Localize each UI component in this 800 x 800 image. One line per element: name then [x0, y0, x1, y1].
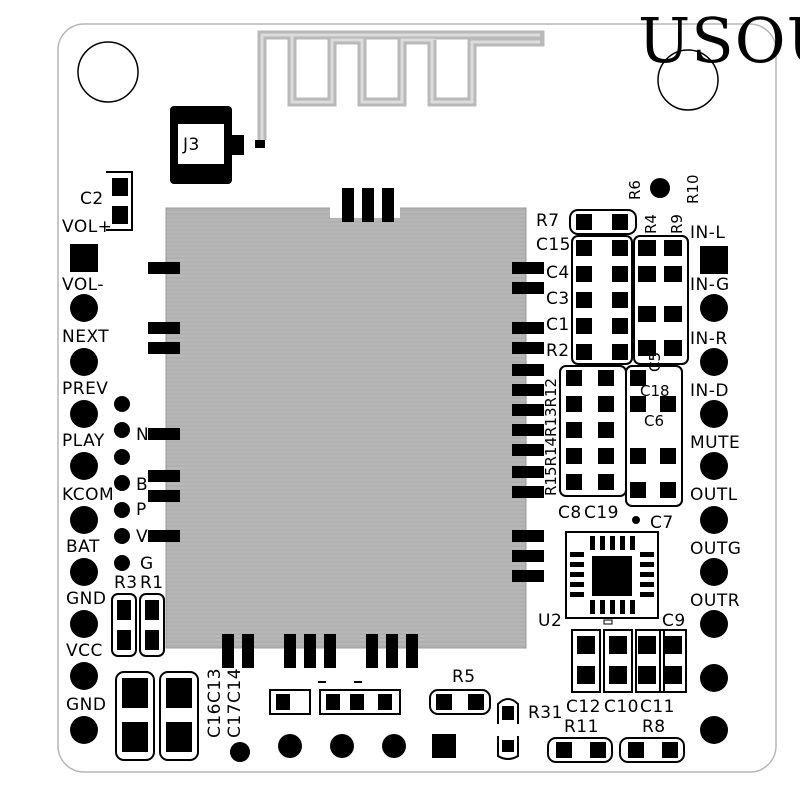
in-g-label: IN-G: [690, 275, 730, 295]
kcom-label: KCOM: [62, 485, 114, 505]
mute-label: MUTE: [690, 433, 740, 453]
r10-label: R10: [684, 174, 702, 204]
in-d-label: IN-D: [690, 381, 729, 401]
g-label: G: [140, 554, 154, 574]
r9-label: R9: [668, 214, 686, 234]
r3-label: R3: [114, 573, 138, 593]
c6-label: C6: [644, 412, 664, 430]
r4-label: R4: [642, 214, 660, 234]
outr-label: OUTR: [690, 591, 740, 611]
gnd-label-1: GND: [66, 589, 106, 609]
c8-label: C8: [558, 503, 582, 523]
p-label: P: [136, 500, 147, 520]
n-label: N: [136, 425, 149, 445]
c15-label: C15: [536, 235, 571, 255]
r8-label: R8: [642, 717, 666, 737]
c18-label: C18: [640, 382, 670, 400]
r7-label: R7: [536, 211, 560, 231]
watermark-text: USOU: [638, 4, 800, 77]
c4-label: C4: [546, 263, 570, 283]
next-label: NEXT: [62, 327, 109, 347]
antenna-feed-pad: [255, 140, 265, 148]
vol-plus-label: VOL+: [62, 217, 112, 237]
c10-label: C10: [604, 697, 639, 717]
bt-module-shield: [165, 207, 527, 649]
c19-label: C19: [584, 503, 619, 523]
c12-label: C12: [566, 697, 601, 717]
r5-label: R5: [452, 667, 476, 687]
c3-label: C3: [546, 289, 570, 309]
c16c13-label: C16C13: [205, 668, 225, 738]
in-r-label: IN-R: [690, 329, 728, 349]
c1-label: C1: [546, 315, 570, 335]
c7-label: C7: [650, 513, 674, 533]
u2-label: U2: [538, 611, 562, 631]
outl-label: OUTL: [690, 485, 738, 505]
vcc-label: VCC: [66, 641, 103, 661]
mount-hole-left: [77, 41, 139, 103]
gnd-label-2: GND: [66, 695, 106, 715]
c2-label: C2: [80, 189, 104, 209]
u2-chip-outline: [565, 531, 659, 619]
b-label: B: [136, 475, 148, 495]
r31-label: R31: [528, 703, 563, 723]
c5-label: C5: [646, 352, 664, 372]
bat-label: BAT: [66, 537, 100, 557]
r-stack-label: R15R14R13R12: [542, 378, 560, 496]
in-l-label: IN-L: [690, 223, 725, 243]
vol-plus-pad: [70, 244, 98, 272]
c11-label: C11: [640, 697, 675, 717]
prev-label: PREV: [62, 379, 108, 399]
r11-label: R11: [564, 717, 599, 737]
vol-minus-label: VOL-: [62, 275, 104, 295]
j3-label: J3: [182, 135, 200, 155]
play-label: PLAY: [62, 431, 105, 451]
mount-hole-right: [657, 49, 719, 111]
r1-label: R1: [140, 573, 164, 593]
outg-label: OUTG: [690, 539, 741, 559]
c9-label: C9: [662, 611, 686, 631]
v-label: V: [136, 527, 148, 547]
r6-label: R6: [626, 180, 644, 200]
r2-label: R2: [546, 341, 570, 361]
c17c14-label: C17C14: [225, 668, 245, 738]
